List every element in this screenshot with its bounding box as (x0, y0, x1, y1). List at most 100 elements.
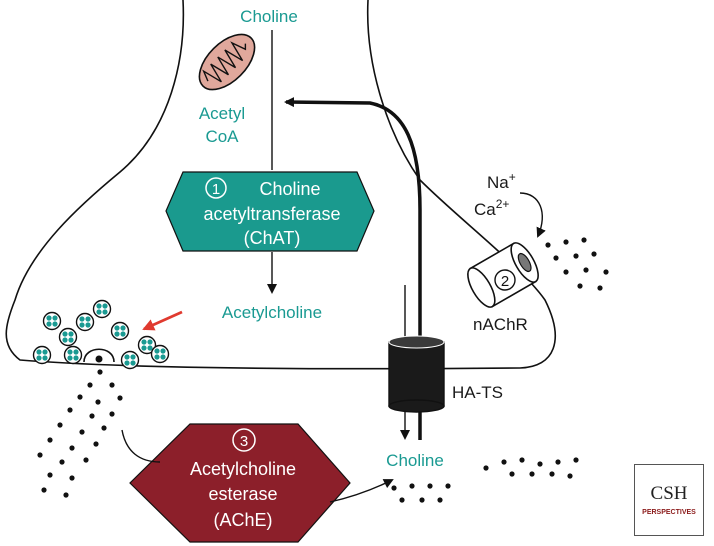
vesicle-pointer-red-arrow (142, 310, 183, 331)
logo-csh-text: CSH (650, 483, 688, 504)
molecule-dot (545, 242, 551, 248)
molecule-dot (603, 269, 609, 275)
coa-label: CoA (205, 127, 239, 146)
molecule-dot (87, 382, 93, 388)
vesicle (150, 344, 170, 364)
molecule-dot (77, 394, 83, 400)
molecule-dot (409, 483, 415, 489)
choline-reuptake-arrow (284, 97, 422, 440)
molecule-dot (101, 425, 107, 431)
molecule-dot (529, 471, 535, 477)
molecule-dot (577, 283, 583, 289)
nachr-label: nAChR (473, 315, 528, 334)
molecule-dot (549, 471, 555, 477)
synaptic-vesicles (32, 299, 170, 370)
chat-label-line3: (ChAT) (244, 228, 301, 248)
molecule-dot (501, 459, 507, 465)
vesicle (110, 321, 130, 341)
acetylcholine-label: Acetylcholine (222, 303, 322, 322)
molecule-dot (573, 457, 579, 463)
molecule-dot (69, 475, 75, 481)
molecule-dot (567, 473, 573, 479)
acetyl-label: Acetyl (199, 104, 245, 123)
choline-top-label: Choline (240, 7, 298, 26)
molecule-dot (537, 461, 543, 467)
molecule-dot (67, 407, 73, 413)
chat-label-line2: acetyltransferase (203, 204, 340, 224)
choline-bottom-label: Choline (386, 451, 444, 470)
vesicle (63, 345, 83, 365)
molecule-dot (555, 459, 561, 465)
molecule-dot (79, 429, 85, 435)
presynaptic-terminal-outline (5, 0, 556, 370)
released-vesicle-dot (95, 355, 103, 363)
vesicle (92, 299, 112, 319)
mitochondrion (198, 33, 256, 91)
nachr-number-circle (494, 269, 516, 291)
nachr-number: 2 (501, 273, 509, 290)
vesicle (75, 312, 95, 332)
high-affinity-choline-transporter (388, 335, 445, 413)
ache-enzyme-hexagon (129, 423, 351, 543)
vesicle (120, 350, 140, 370)
chat-enzyme-hexagon (165, 171, 375, 252)
chat-number-circle (205, 177, 227, 199)
molecule-dot (89, 413, 95, 419)
ache-number: 3 (240, 433, 248, 450)
molecule-dot (47, 472, 53, 478)
molecule-dot (483, 465, 489, 471)
molecule-dot (97, 369, 103, 375)
molecule-dot (419, 497, 425, 503)
ach-to-ache-arrow (121, 429, 161, 463)
molecule-dot (509, 471, 515, 477)
logo-perspectives-text: PERSPECTIVES (642, 509, 696, 516)
molecule-dot (581, 237, 587, 243)
ache-to-choline-arrow (329, 479, 394, 503)
molecule-dot (519, 457, 525, 463)
sodium-label: Na+ (487, 170, 516, 192)
nicotinic-receptor-channel (467, 242, 539, 308)
ache-label-line2: esterase (208, 484, 277, 504)
ache-label-line3: (AChE) (213, 510, 272, 530)
chat-label-line1: Choline (259, 179, 320, 199)
molecule-dot (553, 255, 559, 261)
csh-perspectives-logo: CSH PERSPECTIVES (634, 464, 704, 536)
ache-label-line1: Acetylcholine (190, 459, 296, 479)
vesicle (137, 335, 157, 355)
molecule-dot (597, 285, 603, 291)
molecule-dot (59, 459, 65, 465)
molecule-dot (109, 382, 115, 388)
molecule-dot (591, 251, 597, 257)
molecule-dot (83, 457, 89, 463)
molecule-dot (391, 485, 397, 491)
vesicle (32, 345, 52, 365)
molecule-dot (573, 253, 579, 259)
calcium-label: Ca2+ (474, 197, 509, 219)
molecule-dot (95, 399, 101, 405)
molecule-dot (63, 492, 69, 498)
molecule-dot (563, 269, 569, 275)
molecule-dot (47, 437, 53, 443)
ache-number-circle (232, 428, 256, 452)
ion-influx-arrow (519, 192, 546, 238)
molecule-dot (41, 487, 47, 493)
molecule-dot (57, 422, 63, 428)
molecule-dot (427, 483, 433, 489)
molecule-dot (437, 497, 443, 503)
molecule-dot (117, 395, 123, 401)
chat-number: 1 (212, 181, 220, 198)
molecule-dot (109, 411, 115, 417)
hats-label: HA-TS (452, 383, 503, 402)
molecule-dot (93, 441, 99, 447)
vesicle-release-omega (83, 348, 115, 363)
molecule-dot (583, 267, 589, 273)
molecule-dot (563, 239, 569, 245)
acetylcholine-molecules (37, 237, 609, 503)
molecule-dot (399, 497, 405, 503)
vesicle (42, 311, 62, 331)
molecule-dot (37, 452, 43, 458)
molecule-dot (69, 445, 75, 451)
vesicle (58, 327, 78, 347)
molecule-dot (445, 483, 451, 489)
